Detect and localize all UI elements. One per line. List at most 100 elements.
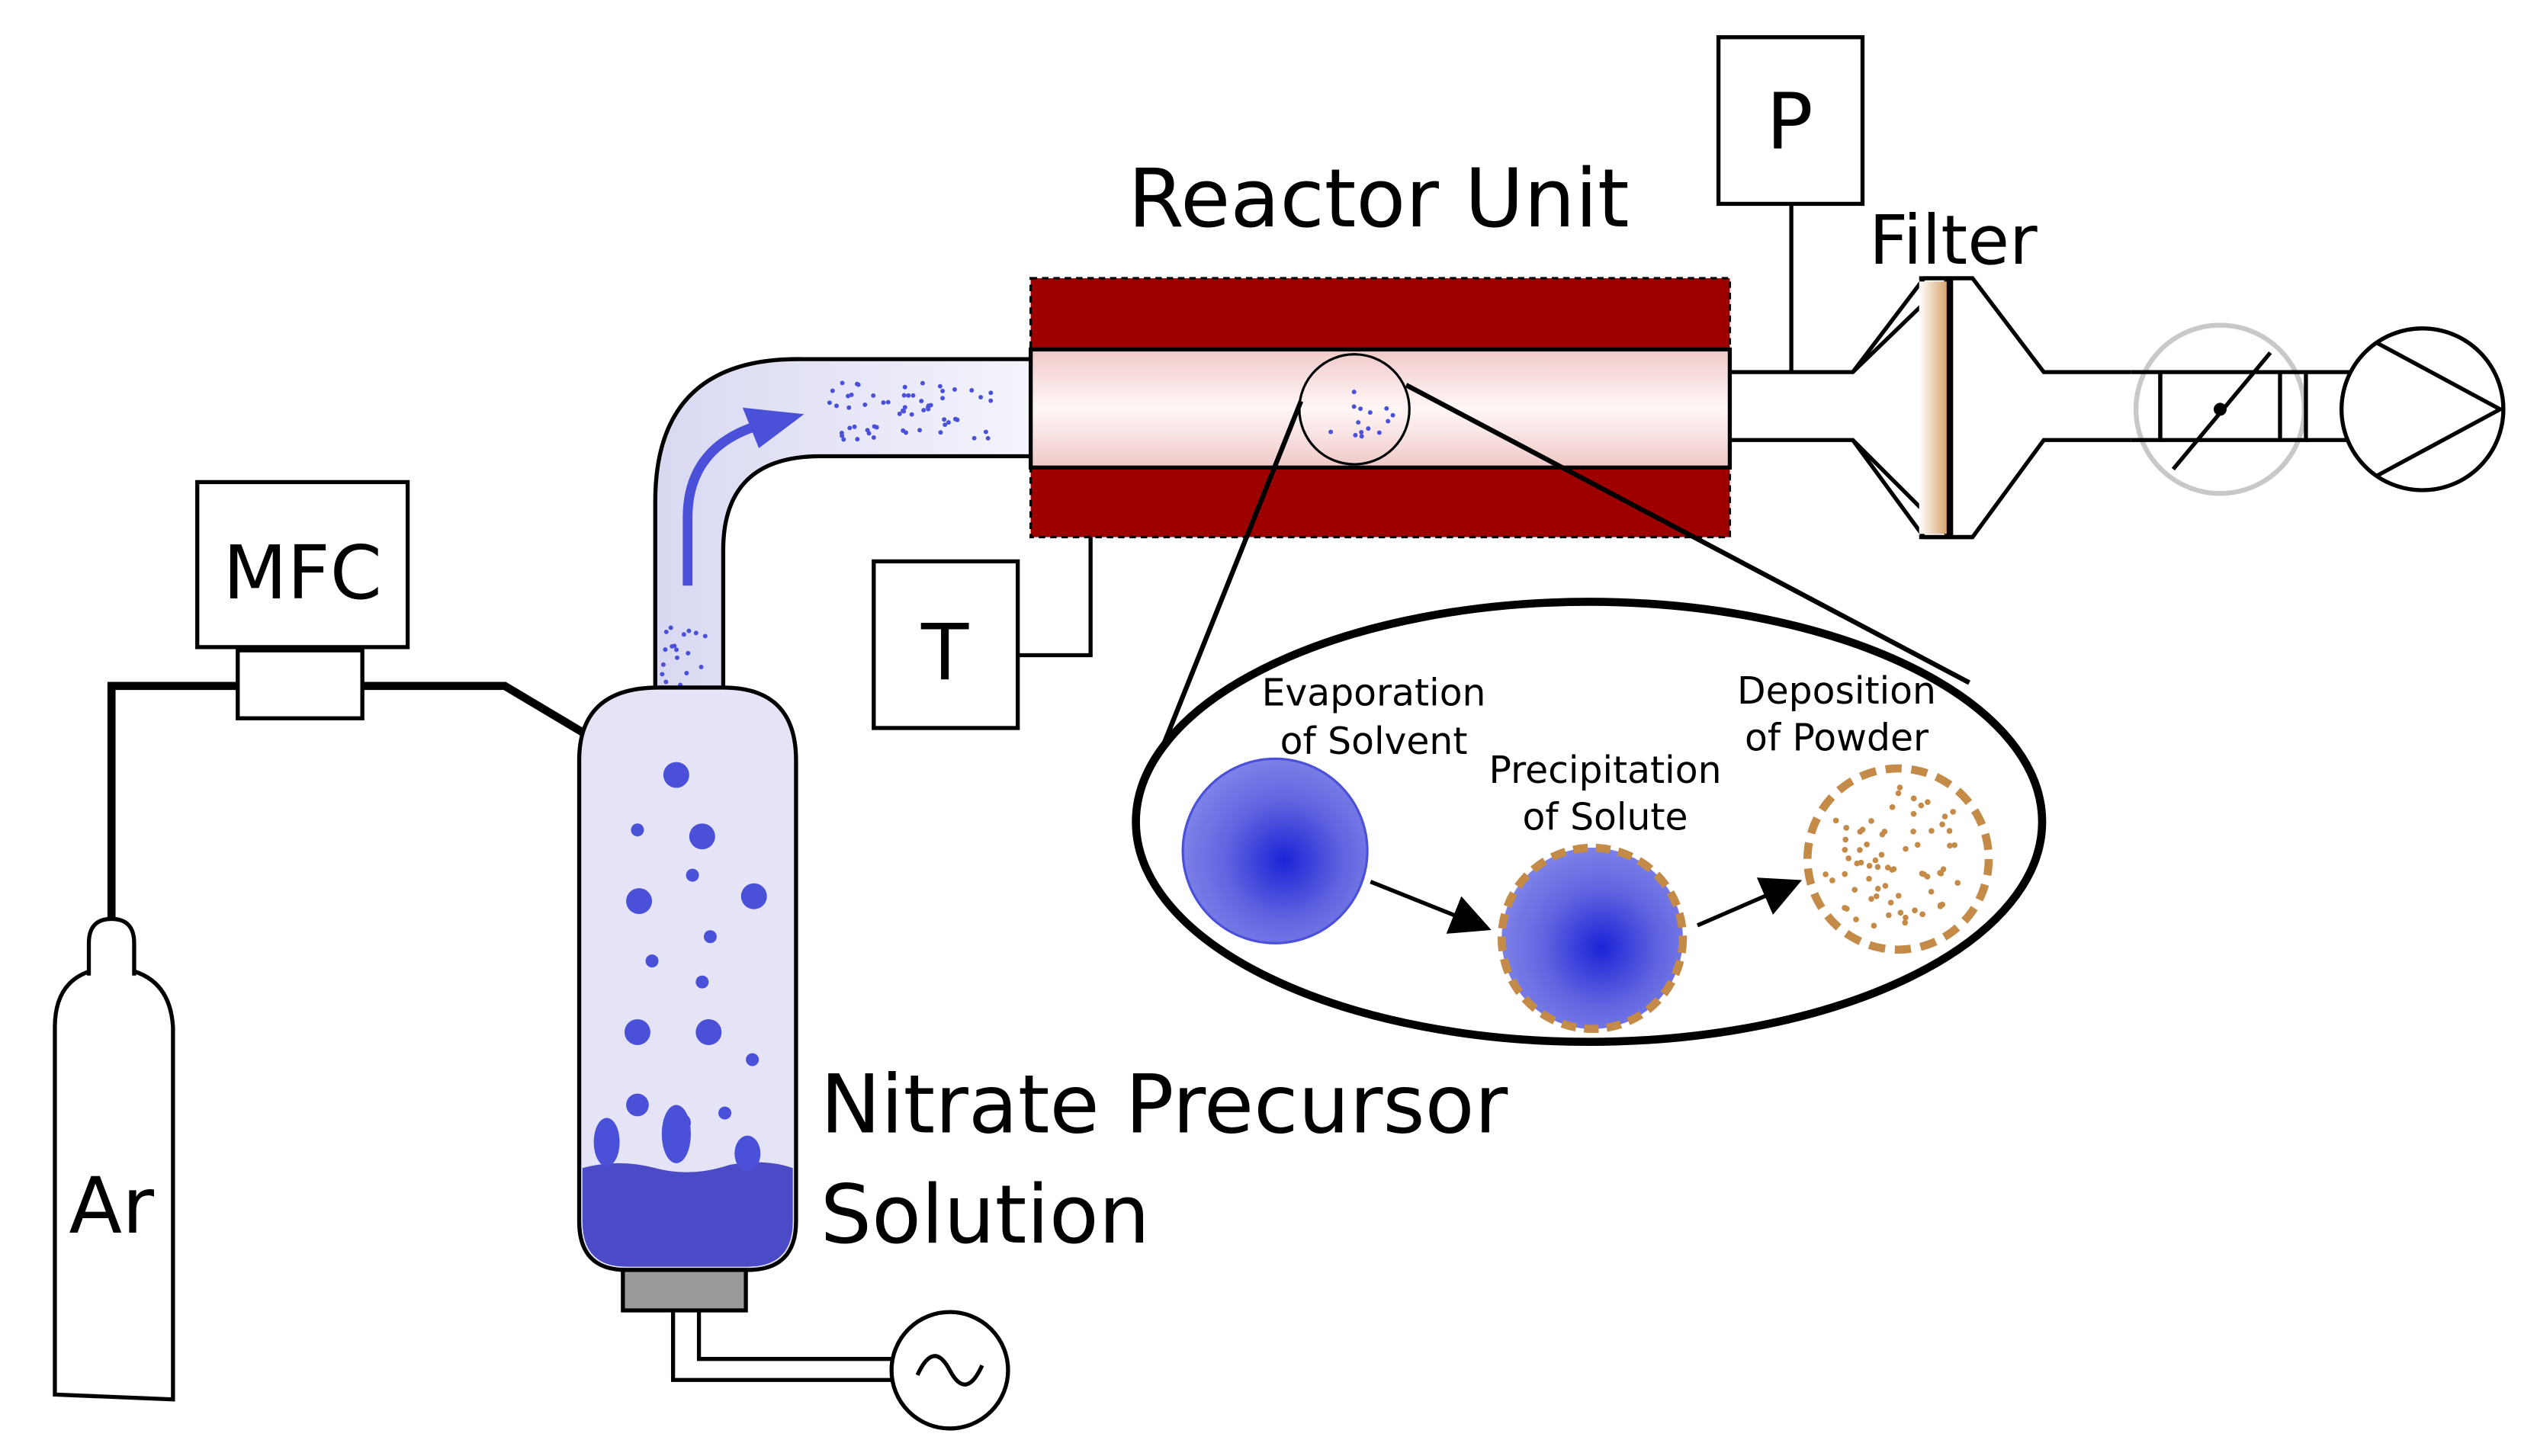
droplet: [631, 823, 644, 837]
powder-speck: [1866, 863, 1873, 869]
powder-speck: [1874, 885, 1881, 892]
mist-dot: [1351, 390, 1357, 395]
mist-dot: [910, 393, 916, 398]
powder-speck: [1919, 871, 1925, 877]
solution-label-line2: Solution: [821, 1169, 1150, 1262]
filter-unit: [1851, 276, 2131, 540]
rising-droplets: [593, 762, 767, 1172]
mist-dot: [846, 405, 852, 410]
temperature-sensor: T: [872, 537, 1093, 730]
mist-dot: [663, 629, 669, 634]
mist-dot: [862, 402, 868, 407]
droplet: [626, 1093, 649, 1117]
mist-dot: [938, 430, 943, 435]
powder-speck: [1851, 887, 1858, 893]
powder-particles: [1823, 784, 1961, 929]
mist-dot: [660, 662, 666, 667]
mist-dot: [686, 650, 691, 656]
powder-speck: [1950, 809, 1957, 815]
mist-dot: [660, 672, 665, 677]
powder-speck: [1940, 866, 1947, 873]
control-valve: [2131, 322, 2350, 496]
droplet-evaporation: [1181, 757, 1369, 944]
droplet: [740, 883, 767, 909]
droplet: [746, 1053, 760, 1066]
powder-speck: [1924, 874, 1931, 880]
zoom-leader-lines: [1149, 383, 1971, 775]
mist-dot: [952, 416, 958, 422]
powder-speck: [1881, 829, 1888, 835]
transducer-wiring: [670, 1310, 894, 1382]
mist-dot: [684, 671, 689, 675]
mist-dot: [926, 406, 931, 412]
ultrasonic-transducer: [621, 1268, 748, 1313]
outlet-pipe: [1729, 277, 1951, 539]
mist-dot: [902, 384, 907, 390]
mist-dot: [871, 435, 876, 440]
powder-speck: [1868, 818, 1874, 824]
powder-speck: [1889, 804, 1896, 810]
mist-dot: [921, 408, 927, 413]
powder-speck: [1842, 836, 1849, 843]
mist-dot: [668, 625, 673, 630]
powder-speck: [1954, 880, 1961, 886]
mist-dot: [871, 393, 876, 398]
mist-dot: [969, 387, 975, 393]
powder-speck: [1937, 870, 1943, 876]
mist-dot: [1356, 420, 1361, 425]
pressure-label: P: [1766, 77, 1813, 168]
mist-dot: [872, 424, 877, 429]
powder-speck: [1914, 842, 1921, 848]
stage-precipitation-line1: Precipitation: [1489, 749, 1722, 792]
powder-speck: [1845, 855, 1851, 861]
stage-precipitation-line2: of Solute: [1523, 796, 1688, 839]
mist-dot: [1367, 410, 1373, 415]
argon-label: Ar: [69, 1161, 154, 1252]
mist-dot: [1376, 430, 1382, 435]
mfc-label: MFC: [223, 530, 382, 617]
mist-dot: [1384, 406, 1389, 411]
mist-dot: [674, 655, 679, 660]
mist-dot: [940, 396, 946, 401]
mist-dot: [840, 380, 845, 386]
zoom-ellipse: [1132, 598, 2047, 1047]
mist-dot: [698, 664, 704, 669]
mist-dot: [952, 386, 957, 392]
powder-speck: [1823, 871, 1829, 877]
droplet: [695, 975, 709, 989]
powder-speck: [1866, 876, 1872, 882]
powder-speck: [1937, 902, 1944, 909]
mist-dot: [1358, 406, 1363, 412]
argon-cylinder: Ar: [53, 916, 175, 1402]
powder-speck: [1864, 841, 1870, 848]
mist-dot: [946, 420, 951, 425]
droplet: [593, 1118, 620, 1167]
mist-dot: [686, 628, 692, 633]
mist-dot: [919, 399, 924, 404]
powder-speck: [1928, 888, 1935, 895]
mist-dot: [854, 381, 859, 386]
powder-speck: [1925, 799, 1931, 805]
stage-deposition-line1: Deposition: [1737, 669, 1936, 713]
powder-speck: [1928, 828, 1935, 834]
mist-dot: [1351, 404, 1357, 409]
mist-dot: [1386, 419, 1391, 424]
droplet: [703, 930, 717, 944]
mist-dot: [902, 405, 907, 410]
powder-speck: [1878, 851, 1885, 858]
mist-dot: [852, 424, 857, 429]
powder-speck: [1910, 795, 1917, 802]
droplet: [645, 954, 659, 968]
powder-speck: [1946, 828, 1953, 834]
powder-speck: [1895, 790, 1902, 797]
mist-dot: [940, 388, 946, 393]
stage-deposition-line2: of Powder: [1745, 717, 1929, 760]
droplet: [689, 823, 715, 850]
stage-arrow-2: [1696, 877, 1803, 928]
precursor-liquid: [582, 1162, 793, 1267]
droplet: [686, 868, 699, 882]
powder-speck: [1919, 911, 1925, 918]
powder-speck: [1887, 900, 1894, 906]
mist-dot: [909, 412, 914, 417]
